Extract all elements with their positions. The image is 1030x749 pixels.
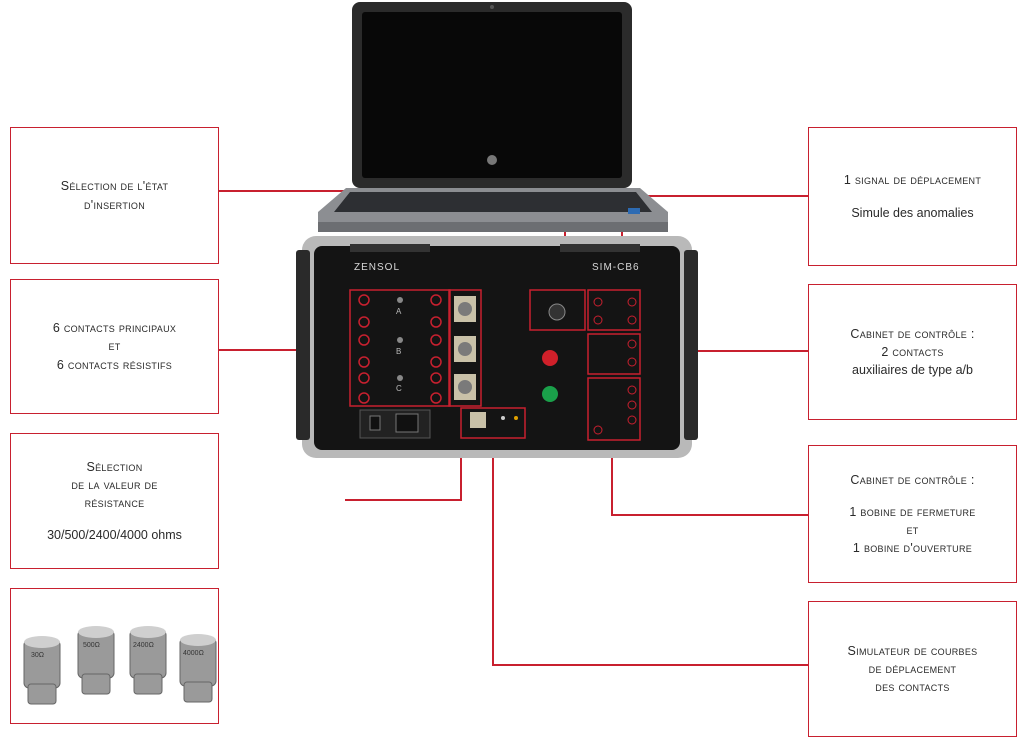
callout-cabinet-bobines: Cabinet de contrôle : 1 bobine de fermet… xyxy=(808,445,1017,583)
resistor-label-2400: 2400Ω xyxy=(133,642,154,649)
resistance-line2: de la valeur de xyxy=(71,477,158,492)
laptop xyxy=(318,2,668,232)
cabinet-bobines-line4: 1 bobine d'ouverture xyxy=(852,541,973,556)
callout-resistor-photo xyxy=(10,588,219,724)
cabinet-bobines-line1: Cabinet de contrôle : xyxy=(850,472,975,487)
callout-resistance: Sélection de la valeur de résistance 30/… xyxy=(10,433,219,569)
deplacement-line1: 1 signal de déplacement xyxy=(843,173,982,188)
cabinet-aux-line2: 2 contacts xyxy=(881,344,944,359)
device-brand: ZENSOL xyxy=(354,262,400,273)
resistance-line3: résistance xyxy=(84,496,145,510)
cabinet-aux-line3: auxiliaires de type a/b xyxy=(852,363,973,378)
resistance-line1: Sélection xyxy=(86,459,143,474)
cabinet-bobines-line2: 1 bobine de fermeture xyxy=(849,504,976,519)
resistor-label-4000: 4000Ω xyxy=(183,650,204,657)
device-model: SIM-CB6 xyxy=(592,262,640,273)
contact-label-c: C xyxy=(396,384,402,393)
callout-simulateur: Simulateur de courbes de déplacement des… xyxy=(808,601,1017,737)
connector-simulateur xyxy=(492,438,808,666)
callout-deplacement: 1 signal de déplacement Simule des anoma… xyxy=(808,127,1017,266)
contacts-line1: 6 contacts principaux xyxy=(52,321,177,336)
callout-insertion: Sélection de l'état d'insertion xyxy=(10,127,219,264)
sim-cb6-device xyxy=(296,236,698,458)
connector-cabinet-bobines xyxy=(611,440,808,516)
cabinet-bobines-line3: et xyxy=(906,523,919,537)
contact-label-b: B xyxy=(396,347,401,356)
callout-contacts: 6 contacts principaux et 6 contacts rési… xyxy=(10,279,219,414)
insertion-line2: d'insertion xyxy=(83,197,146,212)
resistor-label-30: 30Ω xyxy=(31,652,44,659)
resistance-values: 30/500/2400/4000 ohms xyxy=(47,528,182,543)
contacts-line3: 6 contacts résistifs xyxy=(56,357,173,372)
callout-cabinet-aux: Cabinet de contrôle : 2 contacts auxilia… xyxy=(808,284,1017,420)
simulateur-line1: Simulateur de courbes xyxy=(847,643,978,658)
simulateur-line3: des contacts xyxy=(875,680,950,695)
insertion-line1: Sélection de l'état xyxy=(60,179,169,194)
resistor-label-500: 500Ω xyxy=(83,642,100,649)
simulateur-line2: de déplacement xyxy=(868,661,957,676)
contacts-line2: et xyxy=(108,339,121,354)
connector-resistance xyxy=(345,445,462,501)
cabinet-aux-line1: Cabinet de contrôle : xyxy=(850,326,975,341)
deplacement-line2: Simule des anomalies xyxy=(851,205,974,220)
resistor-plugs xyxy=(23,626,217,705)
contact-label-a: A xyxy=(396,307,402,316)
